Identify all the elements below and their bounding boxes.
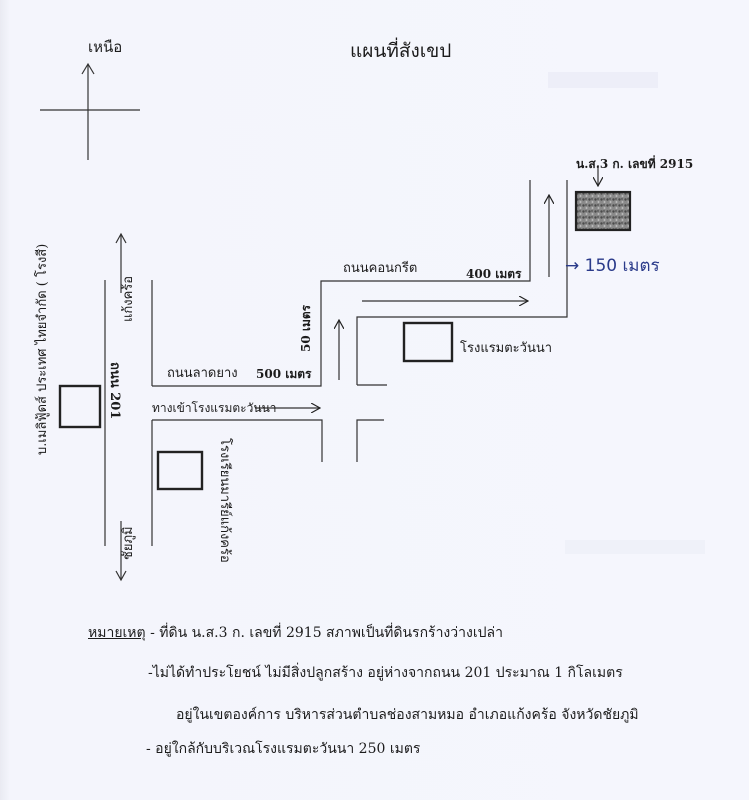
asphalt-road	[152, 165, 598, 462]
school-label: โรงเรียนมารีย์แก้งคร้อ	[217, 438, 232, 563]
handwritten-distance: → 150 เมตร	[565, 256, 660, 276]
scan-artifact	[548, 72, 658, 88]
to-north-label: แก้งคร้อ	[121, 275, 136, 322]
notes-heading: หมายเหตุ	[88, 625, 146, 641]
asphalt-road-label: ถนนลาดยาง	[167, 366, 238, 381]
hotel-label: โรงแรมตะวันนา	[460, 341, 553, 356]
note-line-1: หมายเหตุ - ที่ดิน น.ส.3 ก. เลขที่ 2915 ส…	[88, 626, 503, 640]
highway-201	[104, 232, 153, 582]
connector-distance: 50 เมตร	[299, 304, 313, 352]
concrete-road-label: ถนนคอนกรีต	[343, 261, 418, 276]
north-compass-icon	[40, 62, 140, 160]
company-label: บ.เมลิฟู้ดส์ ประเทศ ไทยจำกัด ( โรงสี)	[35, 243, 50, 455]
land-plot-2915	[574, 190, 632, 232]
note-line-3: อยู่ในเขตองค์การ บริหารส่วนตำบลช่องสามหม…	[176, 707, 639, 723]
company-building	[58, 384, 102, 429]
asphalt-distance: 500 เมตร	[256, 367, 312, 381]
hotel-building	[402, 321, 454, 363]
concrete-distance: 400 เมตร	[466, 267, 522, 281]
scan-artifact	[565, 540, 705, 554]
hotel-entrance-label: ทางเข้าโรงแรมตะวันนา	[152, 401, 277, 415]
highway-label: ถนน 201	[107, 362, 122, 420]
map-title: แผนที่สังเขป	[350, 40, 452, 62]
note-line-2: -ไม่ได้ทำประโยชน์ ไม่มีสิ่งปลูกสร้าง อยู…	[148, 665, 623, 681]
note-line-4: - อยู่ใกล้กับบริเวณโรงแรมตะวันนา 250 เมต…	[146, 741, 421, 757]
north-label: เหนือ	[88, 38, 123, 56]
note-text: - ที่ดิน น.ส.3 ก. เลขที่ 2915 สภาพเป็นที…	[145, 625, 503, 641]
school-building	[156, 450, 204, 491]
plot-label: น.ส.3 ก. เลขที่ 2915	[576, 157, 694, 171]
to-south-label: ชัยภูมิ	[121, 526, 136, 560]
